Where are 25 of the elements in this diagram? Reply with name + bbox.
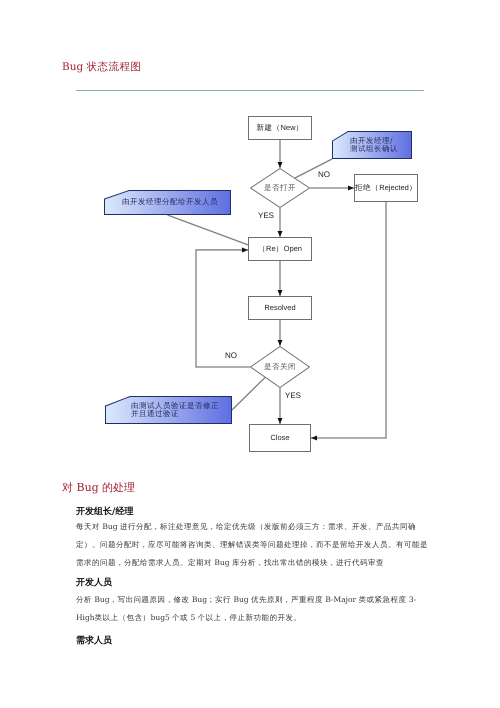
arrow [311, 202, 387, 440]
edge-label: NO [225, 351, 237, 361]
arrow [278, 388, 282, 424]
leader-line [232, 377, 266, 410]
section-heading: 对 Bug 的处理 [62, 480, 136, 495]
subheading: 开发组长/经理 [76, 505, 134, 518]
arrow [278, 208, 282, 237]
edge-label: YES [285, 391, 302, 401]
state-box [248, 237, 312, 261]
edge-label: YES [258, 211, 274, 221]
page-title: Bug 状态流程图 [62, 60, 142, 74]
arrow [195, 247, 250, 368]
leader-line [167, 214, 248, 246]
subheading: 需求人员 [76, 634, 112, 647]
state-box [248, 296, 312, 320]
arrow [310, 186, 354, 190]
arrow [278, 140, 282, 168]
state-box [249, 424, 311, 452]
subheading: 开发人员 [76, 576, 112, 589]
arrow [278, 320, 282, 346]
state-box [354, 174, 418, 202]
leader-line [294, 158, 332, 179]
edge-label: NO [318, 170, 330, 180]
state-box [248, 116, 312, 140]
arrow [278, 261, 282, 296]
